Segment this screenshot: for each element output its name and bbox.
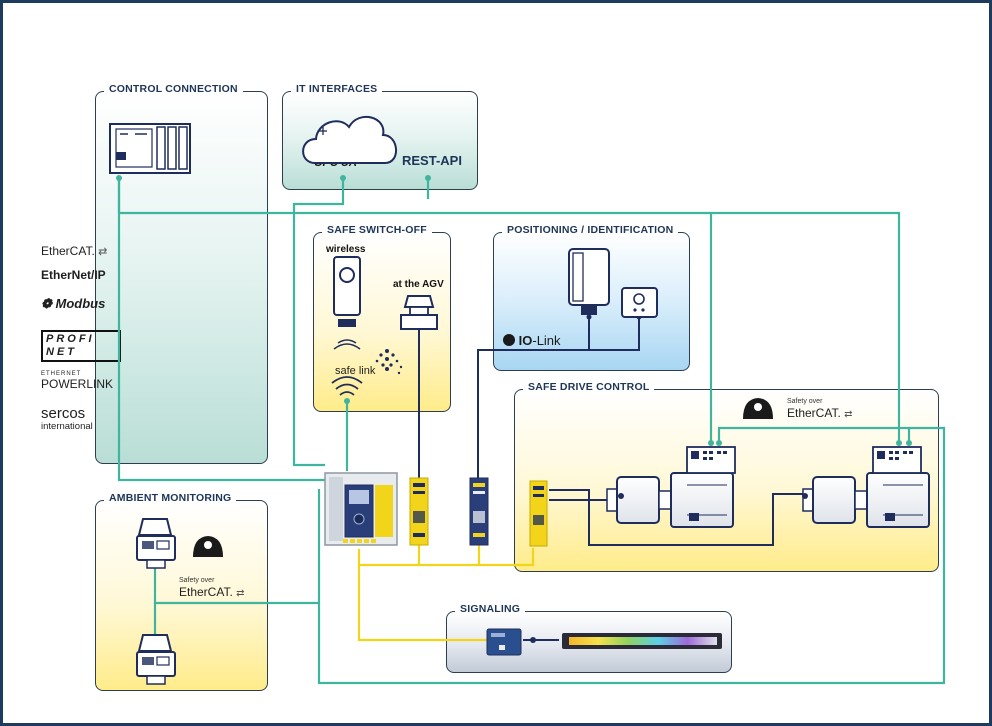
drive1-port-dot bbox=[708, 440, 714, 446]
wiring-diagram bbox=[109, 116, 946, 685]
ethernetip-logo: EtherNet/IP bbox=[41, 268, 106, 282]
servo-drive-2 bbox=[802, 446, 930, 528]
ethercat-badge-ambient-text: EtherCAT. bbox=[179, 585, 233, 599]
signaling-title: SIGNALING bbox=[455, 603, 526, 615]
ethernetip-text: EtherNet/IP bbox=[41, 268, 106, 282]
sercos-logo: sercos international bbox=[41, 406, 93, 432]
rest-api-label: REST-API bbox=[402, 153, 462, 168]
powerlink-small-text: ETHERNET bbox=[41, 371, 82, 377]
at-the-agv-label: at the AGV bbox=[393, 279, 444, 290]
io-link-icon bbox=[503, 334, 515, 346]
control-connection-title: CONTROL CONNECTION bbox=[104, 83, 243, 95]
safe-link-dots-icon bbox=[375, 349, 403, 375]
profinet-text: PROFI NET bbox=[46, 333, 95, 358]
ethercat-badge-drive-text: EtherCAT. bbox=[787, 406, 841, 420]
safe-drive-control-title: SAFE DRIVE CONTROL bbox=[523, 381, 655, 393]
yellow-wires bbox=[357, 545, 535, 642]
powerlink-logo: ETHERNET POWERLINK bbox=[41, 371, 113, 391]
plc-controller bbox=[109, 123, 191, 174]
safe-link-label: safe link bbox=[335, 365, 376, 377]
modbus-text: Modbus bbox=[55, 296, 106, 311]
io-link-master-module bbox=[469, 477, 489, 546]
ethercat-logo: EtherCAT. ⇄ bbox=[41, 244, 107, 258]
io-link-text-a: IO bbox=[518, 333, 533, 348]
signal-controller bbox=[486, 628, 522, 656]
sercos-sub-text: international bbox=[41, 421, 93, 432]
safety-relay-module bbox=[409, 477, 429, 546]
wireless-label: wireless bbox=[326, 244, 366, 255]
positioning-title: POSITIONING / IDENTIFICATION bbox=[502, 224, 679, 236]
ethercat-text: EtherCAT. bbox=[41, 244, 95, 258]
wireless-emergency-stop bbox=[333, 256, 361, 350]
ambient-monitoring-panel: AMBIENT MONITORING bbox=[95, 492, 268, 691]
wifi-icon bbox=[331, 376, 363, 396]
rest-port-dot bbox=[425, 175, 431, 181]
ambient-sensor-1 bbox=[136, 518, 176, 569]
double-arrow-icon: ⇄ bbox=[844, 409, 853, 420]
cloud-icon bbox=[302, 116, 397, 164]
powerlink-text: POWERLINK bbox=[41, 377, 114, 391]
ethercat-badge-drive: EtherCAT. ⇄ bbox=[787, 406, 853, 420]
safety-over-label-drive: Safety over bbox=[787, 398, 823, 405]
ethercat-badge-ambient: EtherCAT. ⇄ bbox=[179, 585, 245, 599]
drive1-port2-dot bbox=[716, 440, 722, 446]
safe-switch-off-title: SAFE SWITCH-OFF bbox=[322, 224, 432, 236]
io-link-logo: IO-Link bbox=[503, 333, 561, 348]
wire-junction-dots bbox=[116, 175, 912, 643]
double-arrow-icon: ⇄ bbox=[236, 588, 245, 599]
safety-controller bbox=[324, 472, 398, 546]
sensor-port-dot bbox=[586, 314, 592, 320]
rfid-reader bbox=[621, 287, 658, 318]
modbus-logo: ❁ Modbus bbox=[41, 296, 105, 312]
drive2-port-dot bbox=[896, 440, 902, 446]
agv-emergency-stop bbox=[400, 295, 438, 330]
servo-drive-1 bbox=[606, 446, 736, 528]
ethernet-wires bbox=[117, 178, 946, 685]
it-interfaces-title: IT INTERFACES bbox=[291, 83, 383, 95]
positioning-sensor bbox=[568, 248, 610, 315]
plc-port-dot bbox=[116, 175, 122, 181]
drive2-port2-dot bbox=[906, 440, 912, 446]
io-link-text-b: -Link bbox=[532, 333, 561, 348]
navy-wires bbox=[418, 317, 803, 641]
cip-safety-badge-drive bbox=[743, 398, 773, 419]
drive-safety-module bbox=[529, 480, 548, 547]
ambient-sensor-2 bbox=[136, 634, 176, 685]
modbus-gear-icon: ❁ bbox=[41, 296, 52, 311]
safety-over-label-ambient: Safety over bbox=[179, 577, 215, 584]
cip-safety-badge-ambient bbox=[193, 536, 223, 557]
led-light-strip bbox=[562, 633, 722, 649]
antenna-port-dot bbox=[344, 398, 350, 404]
opcua-port-dot bbox=[340, 175, 346, 181]
sercos-text: sercos bbox=[41, 405, 86, 422]
signal-port-dot bbox=[530, 637, 536, 643]
ambient-monitoring-title: AMBIENT MONITORING bbox=[104, 492, 237, 504]
double-arrow-icon: ⇄ bbox=[98, 246, 108, 258]
